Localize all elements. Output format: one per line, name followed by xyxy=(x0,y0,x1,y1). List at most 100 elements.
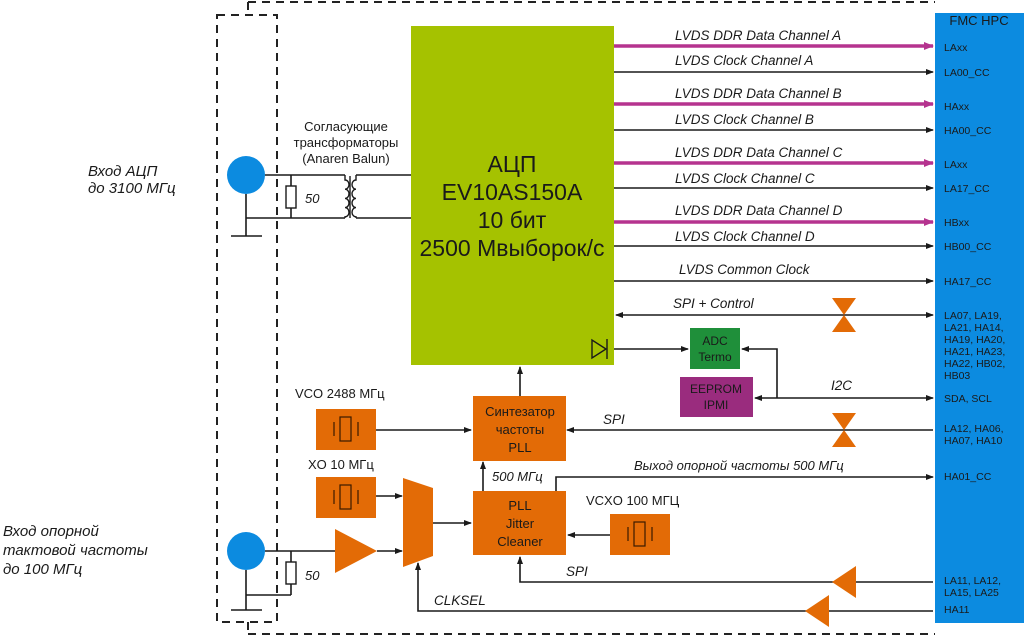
fmc-title: FMC HPC xyxy=(949,13,1008,28)
jitter-line-0: PLL xyxy=(508,498,531,513)
adc-line-2: 10 бит xyxy=(478,207,547,233)
vco-oscillator: VCO 2488 МГц xyxy=(295,386,385,450)
clock-mux xyxy=(403,478,433,567)
ref-input-label-2: до 100 МГц xyxy=(3,561,83,578)
pin-spi-ctrl-0: LA07, LA19, xyxy=(944,310,1002,322)
level-shifter-icon xyxy=(832,413,856,447)
sma-connector-icon xyxy=(227,156,265,194)
pin-b-clk: HA00_CC xyxy=(944,125,992,137)
adc-line-0: АЦП xyxy=(488,151,537,177)
pll-jitter-cleaner-block: PLL Jitter Cleaner xyxy=(473,491,566,555)
resistor-icon xyxy=(285,185,297,209)
pin-spi-jc-1: LA15, LA25 xyxy=(944,587,999,599)
ref-resistor-label: 50 xyxy=(305,568,320,583)
pin-spi-ctrl-2: HA19, HA20, xyxy=(944,334,1005,346)
pin-a-clk: LA00_CC xyxy=(944,67,990,79)
buffer-icon xyxy=(805,595,829,627)
label-d-data: LVDS DDR Data Channel D xyxy=(675,203,843,218)
adc-input-label-0: Вход АЦП xyxy=(88,163,158,180)
board-outline xyxy=(216,1,935,635)
label-ref-out: Выход опорной частоты 500 МГц xyxy=(634,458,844,473)
pin-c-data: LAxx xyxy=(944,159,968,171)
i2c-bus: I2C xyxy=(741,346,934,401)
crystal-icon xyxy=(333,484,359,510)
fmc-pin-labels: LAxx LA00_CC HAxx HA00_CC LAxx LA17_CC H… xyxy=(944,42,1005,616)
pin-spi-ctrl-5: HB03 xyxy=(944,370,970,382)
adc-line-1: EV10AS150A xyxy=(442,179,583,205)
jitter-line-2: Cleaner xyxy=(497,534,543,549)
label-c-data: LVDS DDR Data Channel C xyxy=(675,145,843,160)
label-spi-pll: SPI xyxy=(603,412,625,427)
lvds-lines xyxy=(614,42,934,284)
label-b-clk: LVDS Clock Channel B xyxy=(675,112,814,127)
label-a-clk: LVDS Clock Channel A xyxy=(675,53,813,68)
label-500mhz: 500 МГц xyxy=(492,469,543,484)
adc-line-3: 2500 Мвыборок/с xyxy=(420,235,605,261)
vcxo-oscillator: VCXO 100 МГЦ xyxy=(586,493,680,555)
synth-line-1: частоты xyxy=(496,422,545,437)
label-clksel: CLKSEL xyxy=(434,593,486,608)
vco-label: VCO 2488 МГц xyxy=(295,386,385,401)
resistor-icon xyxy=(285,561,297,585)
spi-jitter-bus: SPI xyxy=(517,556,933,598)
amplifier-icon xyxy=(335,529,377,573)
ref-input-label-1: тактовой частоты xyxy=(3,542,148,559)
pin-d-clk: HB00_CC xyxy=(944,241,992,253)
pin-b-data: HAxx xyxy=(944,101,970,113)
pin-spi-pll-1: HA07, HA10 xyxy=(944,435,1003,447)
eeprom-ipmi-block: EEPROM IPMI xyxy=(680,377,753,417)
lvds-labels: LVDS DDR Data Channel A LVDS Clock Chann… xyxy=(675,28,843,277)
label-common: LVDS Common Clock xyxy=(679,262,811,277)
sma-connector-icon xyxy=(227,532,265,570)
clksel-line: CLKSEL xyxy=(415,562,933,627)
adc-input-label-1: до 3100 МГц xyxy=(88,180,176,197)
pin-spi-ctrl-3: HA21, HA23, xyxy=(944,346,1005,358)
label-d-clk: LVDS Clock Channel D xyxy=(675,229,815,244)
crystal-icon xyxy=(627,521,653,547)
synth-line-2: PLL xyxy=(508,440,531,455)
pin-clksel: HA11 xyxy=(944,604,970,616)
label-spi-ctrl: SPI + Control xyxy=(673,296,755,311)
spi-control-bus: SPI + Control xyxy=(615,296,934,332)
adc-input-connector: 50 Согласующие трансформаторы (Anaren Ba… xyxy=(227,119,411,237)
balun-label-0: Согласующие xyxy=(304,119,388,134)
synth-line-0: Синтезатор xyxy=(485,404,555,419)
pin-ref-out: HA01_CC xyxy=(944,471,992,483)
pin-spi-jc-0: LA11, LA12, xyxy=(944,575,1001,587)
balun-resistor-label: 50 xyxy=(305,191,320,206)
pin-spi-pll-0: LA12, HA06, xyxy=(944,423,1004,435)
ref-input-connector: 50 xyxy=(227,529,403,611)
jitter-line-1: Jitter xyxy=(506,516,535,531)
level-shifter-icon xyxy=(832,298,856,332)
balun-label-2: (Anaren Balun) xyxy=(302,151,389,166)
ref-input-label-0: Вход опорной xyxy=(3,523,100,540)
xo-oscillator: XO 10 МГц xyxy=(308,457,376,518)
fmc-hpc-connector: FMC HPC xyxy=(935,13,1024,623)
adc-block: АЦП EV10AS150A 10 бит 2500 Мвыборок/с xyxy=(411,26,614,365)
adc-termo-block: ADC Termo xyxy=(690,328,740,369)
vcxo-label: VCXO 100 МГЦ xyxy=(586,493,680,508)
pin-spi-ctrl-1: LA21, HA14, xyxy=(944,322,1004,334)
pin-common: HA17_CC xyxy=(944,276,992,288)
termo-line-1: Termo xyxy=(698,350,732,364)
buffer-icon xyxy=(832,566,856,598)
pin-spi-ctrl-4: HA22, HB02, xyxy=(944,358,1005,370)
pin-d-data: HBxx xyxy=(944,217,970,229)
pin-c-clk: LA17_CC xyxy=(944,183,990,195)
ref-out-line xyxy=(555,474,934,491)
label-c-clk: LVDS Clock Channel C xyxy=(675,171,815,186)
label-a-data: LVDS DDR Data Channel A xyxy=(675,28,841,43)
xo-label: XO 10 МГц xyxy=(308,457,374,472)
label-spi-jc: SPI xyxy=(566,564,588,579)
pll-synth-block: Синтезатор частоты PLL xyxy=(473,396,566,461)
spi-pll-bus: SPI xyxy=(566,412,933,447)
eeprom-line-0: EEPROM xyxy=(690,382,742,396)
label-i2c: I2C xyxy=(831,378,852,393)
crystal-icon xyxy=(333,416,359,442)
eeprom-line-1: IPMI xyxy=(704,398,729,412)
pin-a-data: LAxx xyxy=(944,42,968,54)
pin-i2c: SDA, SCL xyxy=(944,393,992,405)
termo-line-0: ADC xyxy=(702,334,728,348)
label-b-data: LVDS DDR Data Channel B xyxy=(675,86,842,101)
